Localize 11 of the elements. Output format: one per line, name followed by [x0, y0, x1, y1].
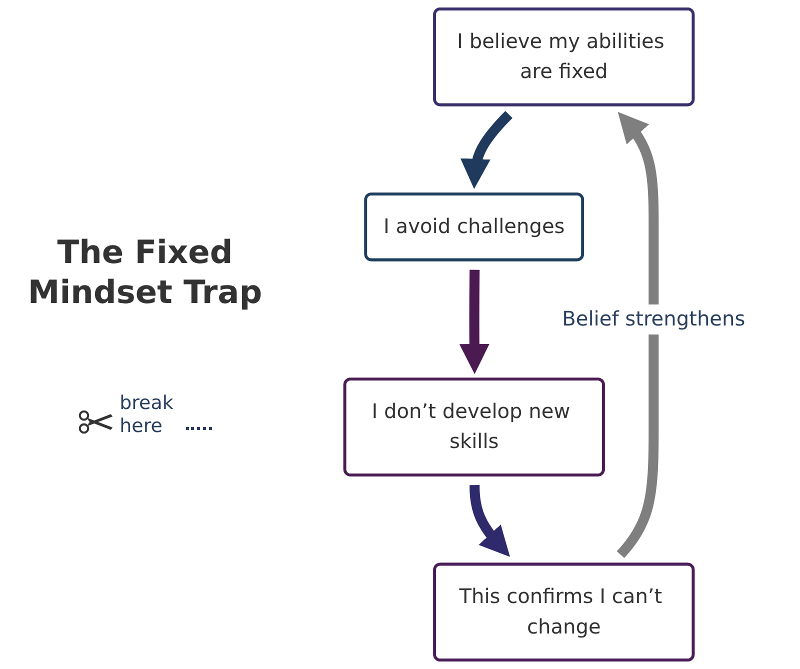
note-text: break here	[120, 392, 174, 438]
process-box: This confirms I can’t change	[433, 562, 695, 662]
process-box: I believe my abilities are fixed	[433, 8, 695, 106]
process-box: I don’t develop new skills	[343, 378, 605, 476]
arrow	[460, 110, 512, 189]
arrow	[459, 270, 490, 374]
process-box: I avoid challenges	[364, 192, 584, 262]
arrow	[616, 112, 659, 558]
edge-label: Belief strengthens	[562, 304, 746, 334]
arrow	[470, 484, 510, 557]
diagram-title: The Fixed Mindset Trap	[26, 232, 264, 312]
